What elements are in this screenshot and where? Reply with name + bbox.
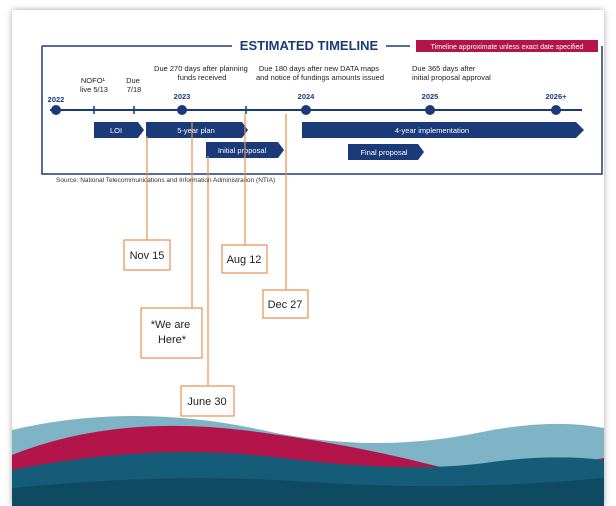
phase-label-5-year-plan: 5-year plan [177,126,215,135]
milestone-180-days: Due 180 days after new DATA maps and not… [256,64,384,82]
year-marker-2026: 2026+ [545,92,567,115]
disclaimer-badge: Timeline approximate unless exact date s… [416,40,598,52]
year-label-2022: 2022 [48,95,65,104]
year-label-2024: 2024 [298,92,316,101]
timeline-title: ESTIMATED TIMELINE [240,38,379,53]
year-marker-2023: 2023 [174,92,191,115]
annotation-nov-15: Nov 15 [123,239,171,271]
milestone-nofo: NOFO¹ live 5/13 [80,76,108,94]
year-marker-2022: 2022 [48,95,65,115]
phase-bar-loi: LOI [94,122,144,138]
year-marker-2024: 2024 [298,92,316,115]
phase-label-initial-proposal: Initial proposal [218,146,267,155]
timeline-diagram: ESTIMATED TIMELINE Timeline approximate … [12,38,604,506]
phase-label-4-year-implementation: 4-year implementation [395,126,469,135]
annotation-we-are-here: *We are Here* [140,307,203,359]
phase-bar-4-year-implementation: 4-year implementation [302,122,584,138]
milestone-due: Due 7/18 [126,76,142,94]
milestone-270-days: Due 270 days after planning funds receiv… [154,64,250,82]
year-marker-2025: 2025 [422,92,439,115]
annotation-dec-27: Dec 27 [262,289,309,319]
disclaimer-text: Timeline approximate unless exact date s… [431,44,584,51]
year-label-2025: 2025 [422,92,439,101]
phase-bar-5-year-plan: 5-year plan [146,122,248,138]
annotation-we-are-here-text: *We are Here* [151,319,194,346]
phase-bar-final-proposal: Final proposal [348,144,424,160]
timeline-panel [41,45,603,175]
source-note: Source: National Telecommunications and … [56,177,275,184]
phase-label-loi: LOI [110,126,122,135]
annotation-aug-12: Aug 12 [221,244,268,274]
annotation-nov-15-text: Nov 15 [130,250,165,262]
year-label-2023: 2023 [174,92,191,101]
annotation-connectors [146,114,287,386]
annotation-june-30: June 30 [180,385,235,417]
annotation-june-30-text: June 30 [187,396,226,408]
slide-frame: ESTIMATED TIMELINE Timeline approximate … [12,10,604,506]
wave-decoration [12,416,604,506]
annotation-aug-12-text: Aug 12 [227,254,262,266]
phase-label-final-proposal: Final proposal [360,148,407,157]
milestone-365-days: Due 365 days after initial proposal appr… [412,64,491,82]
year-label-2026: 2026+ [545,92,567,101]
annotation-dec-27-text: Dec 27 [268,299,303,311]
